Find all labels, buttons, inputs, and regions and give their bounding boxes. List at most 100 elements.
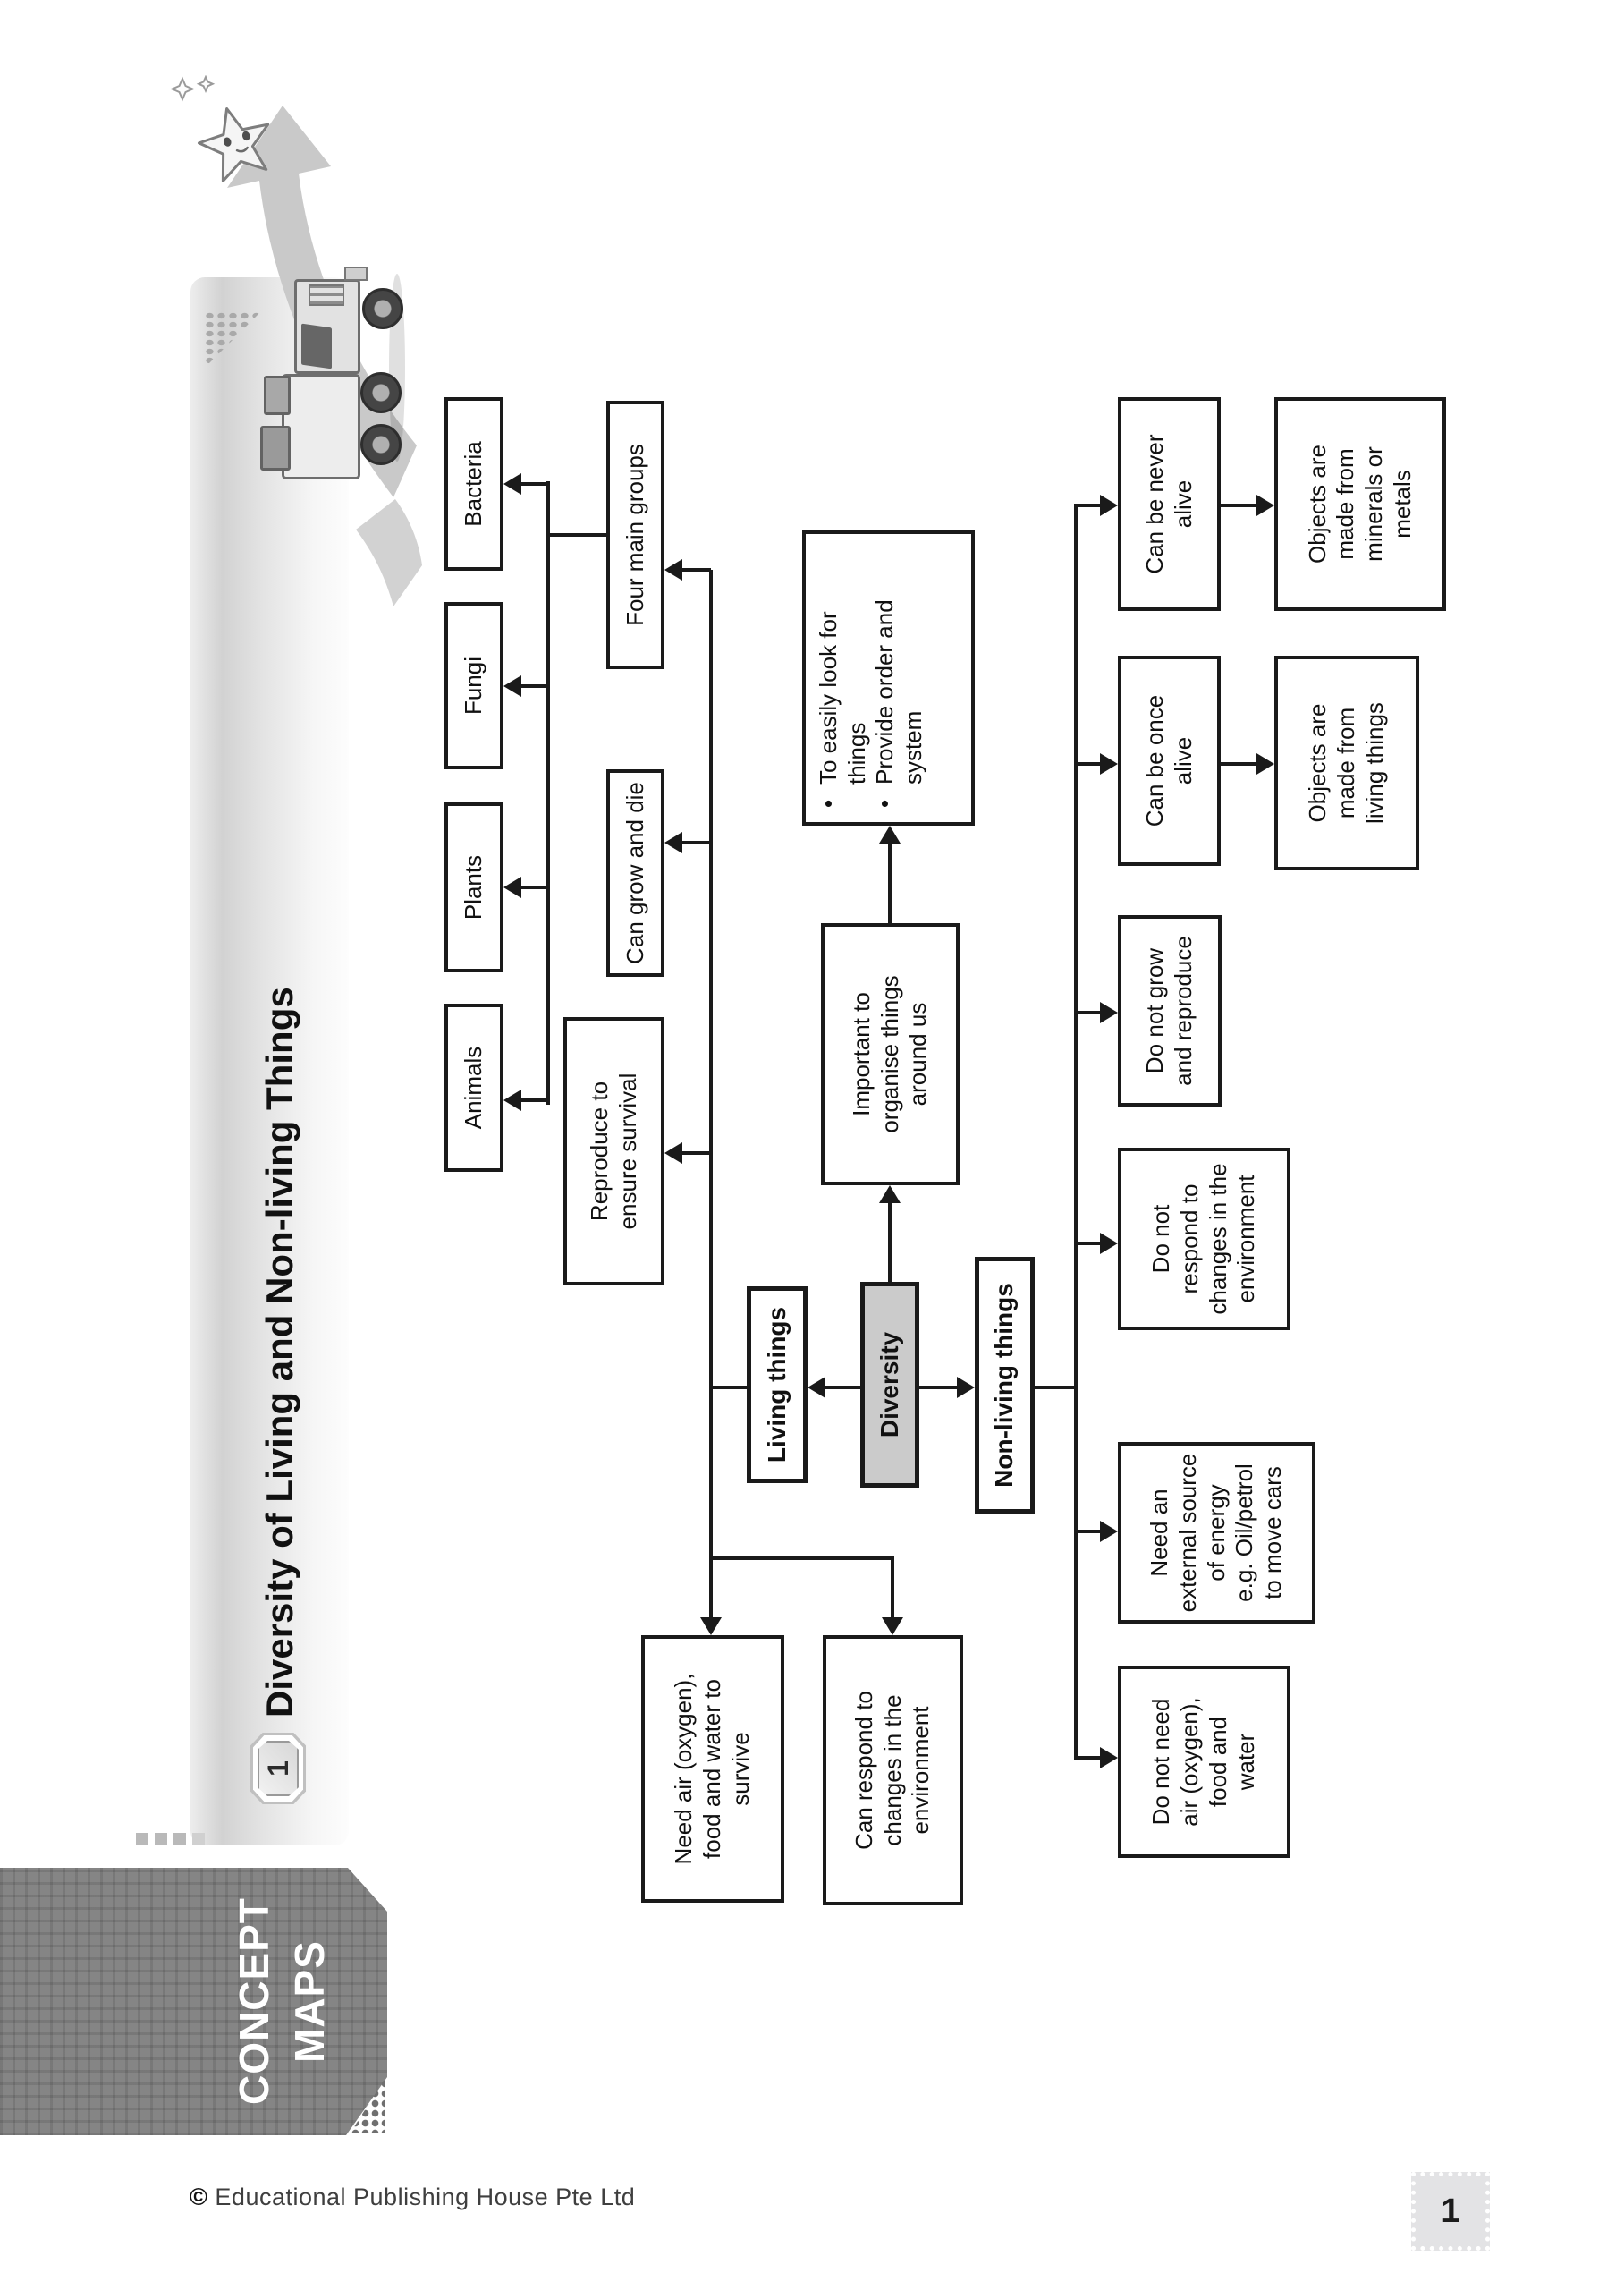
connector [1078, 1530, 1102, 1533]
node-important-to-organise: Important to organise things around us [821, 923, 960, 1185]
bullet-text: Provide order and system [871, 599, 927, 785]
bullet-text: To easily look for things [815, 611, 870, 785]
arrowhead [879, 826, 901, 844]
connector [825, 1386, 862, 1389]
arrowhead [503, 473, 521, 495]
node-label: Do not respond to changes in the environ… [1147, 1163, 1260, 1315]
node-label: Do not grow and reproduce [1141, 936, 1197, 1086]
page-title-text: Diversity of Living and Non-living Thing… [258, 987, 300, 1718]
node-label: Reproduce to ensure survival [585, 1073, 641, 1230]
connector [521, 684, 548, 688]
node-once-alive: Can be once alive [1118, 656, 1221, 866]
node-label: Important to organise things around us [847, 975, 932, 1133]
arrowhead [1100, 753, 1118, 775]
node-label: Need air (oxygen), food and water to sur… [670, 1673, 754, 1865]
node-never-alive: Can be never alive [1118, 397, 1221, 611]
concept-maps-tab: CONCEPT MAPS [0, 1868, 387, 2135]
page-title: Diversity of Living and Non-living Thing… [250, 987, 309, 1718]
connector [888, 1201, 892, 1282]
connector [1078, 1011, 1102, 1014]
node-label: Four main groups [621, 444, 648, 626]
node-label: Living things [762, 1306, 791, 1463]
arrowhead [664, 559, 682, 581]
connector [713, 1386, 749, 1389]
node-animals: Animals [444, 1004, 503, 1172]
node-bacteria: Bacteria [444, 397, 503, 571]
page-number: 1 [1441, 2192, 1460, 2230]
arrowhead [882, 1617, 903, 1635]
arrowhead [1100, 495, 1118, 516]
node-can-respond: Can respond to changes in the environmen… [823, 1635, 963, 1905]
arrowhead [808, 1377, 825, 1398]
arrowhead [664, 1142, 682, 1164]
node-label: Can be never alive [1140, 434, 1197, 574]
node-no-respond: Do not respond to changes in the environ… [1118, 1148, 1290, 1330]
chapter-number-badge: 1 [250, 1733, 306, 1804]
node-once-alive-detail: Objects are made from living things [1274, 656, 1419, 870]
connector [521, 482, 548, 486]
connector [682, 1151, 711, 1155]
connector [1221, 762, 1258, 766]
node-plants: Plants [444, 802, 503, 972]
node-diversity: Diversity [860, 1282, 919, 1488]
node-label: Fungi [460, 656, 487, 716]
node-living-things: Living things [747, 1286, 808, 1483]
arrowhead [1100, 1521, 1118, 1542]
bullet-marker: • [871, 799, 899, 808]
connector [1078, 504, 1102, 507]
node-grow-and-die: Can grow and die [606, 769, 664, 977]
node-label: Objects are made from living things [1304, 702, 1388, 824]
connector [891, 1556, 894, 1617]
connector [682, 841, 711, 844]
bullet-item: • To easily look for things [815, 611, 871, 808]
connector [546, 481, 550, 1105]
node-no-grow: Do not grow and reproduce [1118, 915, 1222, 1107]
node-organise-reasons: • To easily look for things • Provide or… [802, 530, 975, 826]
bullet-item: • Provide order and system [871, 599, 927, 808]
connector [1078, 1756, 1102, 1760]
connector [521, 1098, 548, 1102]
node-label: Do not need air (oxygen), food and water [1147, 1697, 1260, 1827]
node-label: Plants [460, 854, 487, 920]
chapter-number: 1 [258, 1741, 299, 1796]
node-fungi: Fungi [444, 602, 503, 769]
node-nonliving-things: Non-living things [975, 1257, 1035, 1514]
concept-map: 1 Diversity of Living and Non-living Thi… [250, 394, 1493, 1950]
arrowhead [1100, 1747, 1118, 1768]
node-label: Objects are made from minerals or metals [1303, 445, 1416, 564]
connector [1078, 1242, 1102, 1245]
copyright-text: Educational Publishing House Pte Ltd [215, 2184, 636, 2210]
connector [550, 533, 608, 537]
concept-maps-label: CONCEPT MAPS [230, 1897, 333, 2106]
connector [919, 1386, 959, 1389]
node-need-air: Need air (oxygen), food and water to sur… [641, 1635, 784, 1903]
title-strip [190, 277, 349, 1845]
node-never-alive-detail: Objects are made from minerals or metals [1274, 397, 1446, 611]
node-no-air: Do not need air (oxygen), food and water [1118, 1666, 1290, 1858]
connector [1035, 1386, 1076, 1389]
connector [682, 568, 711, 572]
node-label: Non-living things [990, 1283, 1019, 1488]
node-label: Can be once alive [1140, 694, 1197, 827]
node-label: Bacteria [460, 441, 487, 527]
deco-squares [136, 1833, 205, 1845]
arrowhead [1100, 1233, 1118, 1254]
arrowhead [957, 1377, 975, 1398]
star-mascot-icon [170, 75, 270, 182]
node-label: Diversity [875, 1331, 903, 1438]
copyright-line: © Educational Publishing House Pte Ltd [190, 2184, 635, 2211]
connector [521, 886, 548, 889]
arrowhead [1100, 1002, 1118, 1023]
connector [1221, 504, 1258, 507]
node-four-main-groups: Four main groups [606, 401, 664, 669]
node-label: Can respond to changes in the environmen… [850, 1691, 935, 1850]
node-label: Need an external source of energy e.g. O… [1146, 1453, 1287, 1613]
node-label: Can grow and die [621, 782, 648, 964]
connector [709, 570, 713, 1617]
connector [888, 842, 892, 923]
arrowhead [1256, 495, 1274, 516]
node-label: Animals [460, 1046, 487, 1130]
page-number-stamp: 1 [1411, 2172, 1490, 2251]
arrowhead [664, 832, 682, 853]
